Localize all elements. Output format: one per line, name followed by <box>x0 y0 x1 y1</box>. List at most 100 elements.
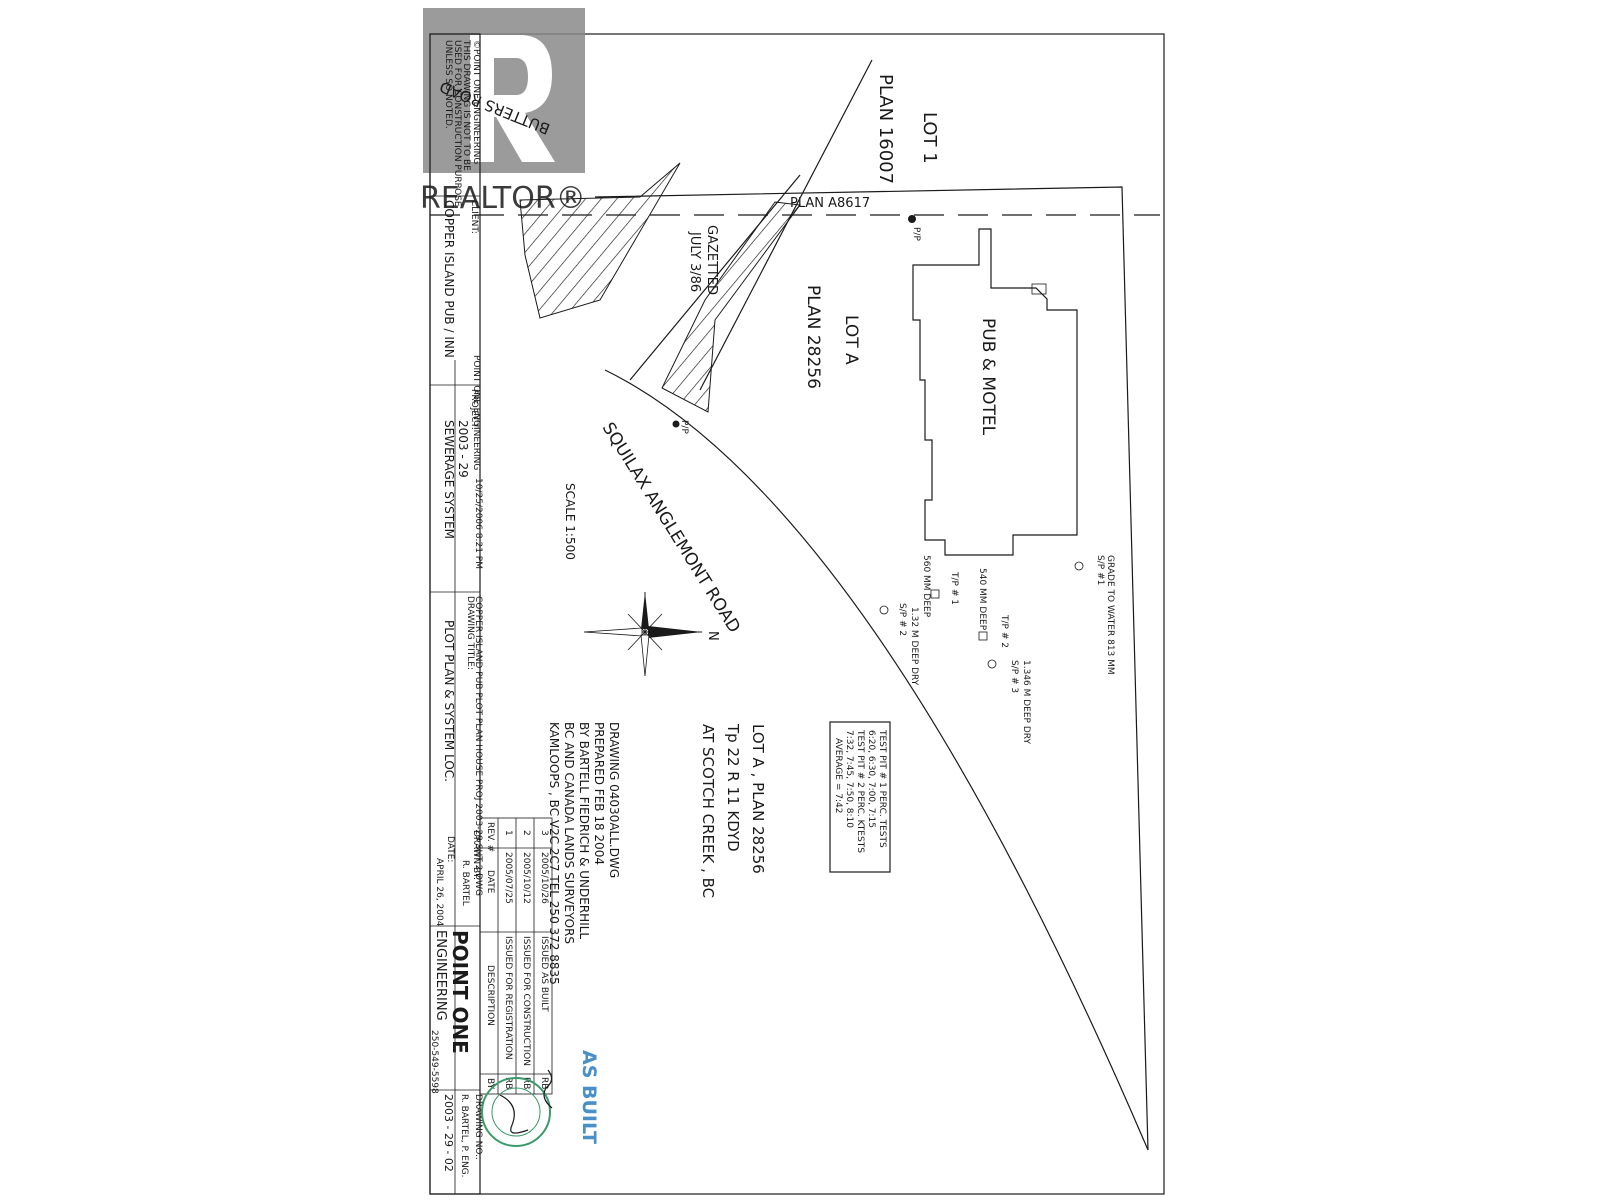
firm-name: POINT ONE <box>448 930 472 1054</box>
revision-date: 2005/10/26 <box>539 852 549 904</box>
revision-date: 2005/07/25 <box>503 852 513 904</box>
power-pole-label: P/P <box>911 227 921 241</box>
building-footprint <box>912 228 1078 556</box>
legal-line-1: LOT A , PLAN 28256 <box>749 724 767 874</box>
revision-row: 1 2005/07/25 ISSUED FOR REGISTRATION RB <box>503 830 513 1089</box>
copyright-line-4: UNLESS SO NOTED. <box>443 40 453 129</box>
legal-line-3: AT SCOTCH CREEK , BC <box>699 724 717 898</box>
revision-description: ISSUED FOR REGISTRATION <box>503 936 513 1060</box>
perc-test-line-2: 6:20, 6:30, 7:00, 7:15 <box>866 730 876 828</box>
as-built-stamp: AS BUILT <box>578 1050 600 1144</box>
revision-description: ISSUED AS BUILT <box>539 936 549 1012</box>
ref-line-4: BC AND CANADA LANDS SURVEYORS <box>562 722 576 944</box>
perc-test-line-5: AVERAGE = 7:42 <box>833 738 843 813</box>
revision-row: 2 2005/10/12 ISSUED FOR CONSTRUCTION RB <box>521 830 531 1089</box>
drawing-title: PLOT PLAN & SYSTEM LOC. <box>442 620 456 782</box>
revision-date: 2005/10/12 <box>521 852 531 904</box>
lot-a-label: LOT A <box>841 315 861 365</box>
gazetted-label: GAZETTED <box>704 225 719 295</box>
timestamp: 10/25/2006 8:21 PM <box>473 478 483 569</box>
test-pit-marker <box>930 589 940 599</box>
client-label: CLIENT: <box>469 200 479 234</box>
revision-number: 2 <box>521 830 531 836</box>
professional-seal <box>481 1069 553 1147</box>
date-label: DATE: <box>445 836 455 862</box>
perc-test-line-4: 7:32, 7:45, 7:50, 8:10 <box>844 730 854 828</box>
project-number: 2003 - 29 <box>456 420 470 478</box>
plan-28256-label: PLAN 28256 <box>803 285 823 389</box>
test-pit-1-label: T/P # 1 <box>949 571 959 605</box>
power-pole-marker <box>908 215 916 223</box>
soil-pit-3-label: S/P # 3 <box>1009 660 1019 693</box>
perc-test-box <box>829 721 891 873</box>
copyright-line-1: ©POINT ONE ENGINEERING <box>471 40 481 164</box>
soil-pit-marker <box>987 659 997 669</box>
test-pit-marker <box>978 631 988 641</box>
test-pit-2-label: T/P # 2 <box>999 614 1009 648</box>
soil-pit-marker <box>879 605 889 615</box>
ref-line-2: PREPARED FEB 18 2004 <box>592 722 606 865</box>
revision-by: RB <box>521 1077 531 1089</box>
project-name: SEWERAGE SYSTEM <box>442 420 456 539</box>
lot-1-label: LOT 1 <box>919 112 940 164</box>
by-header: BY <box>485 1078 495 1090</box>
revision-by: RB <box>503 1077 513 1089</box>
north-label: N <box>705 631 720 641</box>
handwritten-date-mark <box>543 1069 553 1109</box>
test-pit-2-depth: 540 MM DEEP <box>977 568 987 631</box>
ref-line-1: DRAWING 04030ALL.DWG <box>607 722 621 878</box>
property-boundary <box>594 186 1149 1151</box>
drawing-number: 2003 - 29 - 02 <box>442 1094 455 1172</box>
plan-16007-label: PLAN 16007 <box>875 74 896 184</box>
scale-label: SCALE 1:500 <box>563 483 577 560</box>
signature-mark <box>499 1094 529 1134</box>
drawing-number-label: DRAWING NO.: <box>473 1094 483 1160</box>
realtor-logo: REALTOR® <box>420 8 586 216</box>
grade-water-label: GRADE TO WATER 813 MM <box>1105 555 1115 675</box>
copyright-line-3: USED FOR CONSTRUCTION PURPOSE <box>452 40 462 207</box>
engineer-name: R. BARTEL, P. ENG. <box>459 1094 469 1178</box>
drawn-by: R. BARTEL <box>460 860 470 906</box>
title-block <box>429 33 553 1195</box>
ref-line-5: KAMLOOPS , BC V2C 2C7 TEL 250 372 8835 <box>547 722 561 985</box>
road-edge-curve <box>604 369 1149 1151</box>
client-name: COPPER ISLAND PUB / INN <box>442 200 456 358</box>
copyright-line-2: THIS DRAWING IS NOT TO BE <box>461 39 471 171</box>
soil-pit-1-label: S/P #1 <box>1095 555 1105 585</box>
revision-row: 3 2005/10/26 ISSUED AS BUILT RB <box>539 830 549 1089</box>
rev-header: REV. # <box>485 822 495 852</box>
drawing-title-label: DRAWING TITLE: <box>465 596 475 670</box>
soil-pit-marker <box>1074 561 1084 571</box>
legal-line-2: Tp 22 R 11 KDYD <box>724 723 742 852</box>
hatched-gazetted-area <box>661 201 801 413</box>
north-arrow <box>583 592 702 677</box>
plan-16007-line <box>699 59 873 391</box>
firm-subtitle: ENGINEERING <box>433 930 448 1021</box>
power-pole-label: P/P <box>679 420 689 434</box>
hatched-road-area-north <box>519 162 681 319</box>
gazetted-date-label: JULY 3/86 <box>687 231 702 292</box>
date-header: DATE <box>485 870 495 894</box>
drawing-date: APRIL 26, 2004 <box>434 858 444 927</box>
building-entry <box>1031 283 1047 295</box>
perc-test-line-1: TEST PIT # 1 PERC. TESTS <box>877 729 887 848</box>
revision-by: RB <box>539 1077 549 1089</box>
soil-pit-2-depth: 1.32 M DEEP DRY <box>909 607 919 686</box>
small-firm-label: POINT ONE ENGINEERING <box>471 355 481 470</box>
test-pit-1-depth: 560 MM DEEP <box>921 555 931 618</box>
revision-number: 1 <box>503 830 513 836</box>
description-header: DESCRIPTION <box>485 965 495 1026</box>
file-path: COPPER ISLAND PUB PLOT PLAN HOUSE PROJ 2… <box>473 596 483 896</box>
pub-motel-label: PUB & MOTEL <box>978 318 998 436</box>
soil-pit-2-label: S/P # 2 <box>897 603 907 636</box>
ref-line-3: BY BARTELL FIEDRICH & UNDERHILL <box>577 722 591 939</box>
soil-pit-3-depth: 1.346 M DEEP DRY <box>1021 660 1031 744</box>
drawn-by-label: DRAWN BY: <box>471 830 481 880</box>
perc-test-line-3: TEST PIT # 2 PERC. KTESTS <box>855 729 865 853</box>
plan-a8617-label: PLAN A8617 <box>790 196 870 211</box>
revision-description: ISSUED FOR CONSTRUCTION <box>521 936 531 1066</box>
revision-number: 3 <box>539 830 549 836</box>
power-pole-marker <box>672 420 680 428</box>
firm-phone: 250-549-5598 <box>429 1030 439 1094</box>
